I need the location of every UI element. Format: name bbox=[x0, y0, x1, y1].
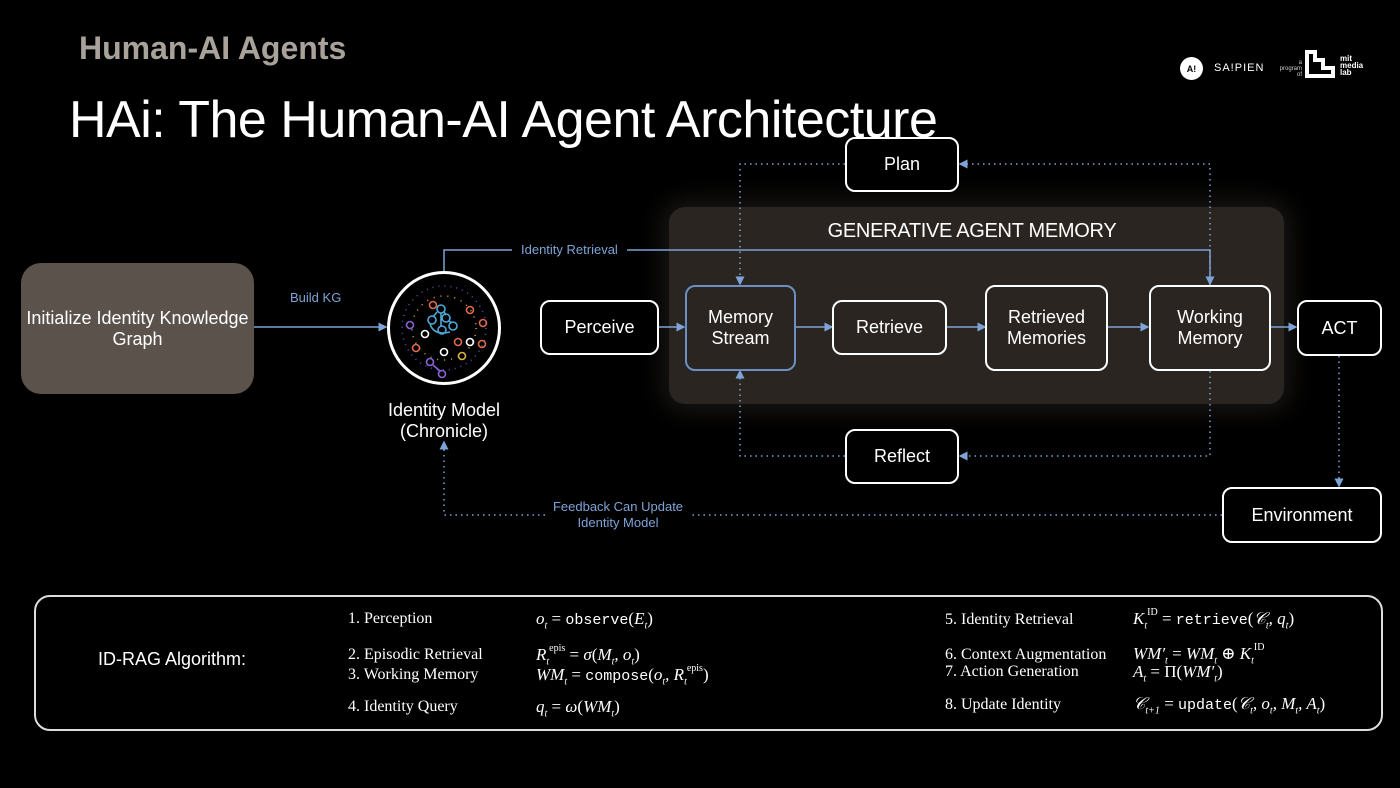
sapien-logo-text: SA!PIEN bbox=[1214, 62, 1265, 74]
step-label-7: 7. Action Generation bbox=[945, 663, 1079, 680]
plan-to-memory-line bbox=[735, 163, 845, 286]
retrieve-node: Retrieve bbox=[832, 300, 947, 355]
act-node: ACT bbox=[1297, 300, 1382, 356]
page-title: HAi: The Human-AI Agent Architecture bbox=[69, 91, 938, 149]
step-label-1: 1. Perception bbox=[348, 610, 433, 627]
step-label-5: 5. Identity Retrieval bbox=[945, 611, 1074, 628]
mit-text-lab: lab bbox=[1340, 68, 1352, 77]
step-equation-6: WM′t = WMt ⊕ KtID bbox=[1133, 642, 1265, 667]
reflect-node: Reflect bbox=[845, 429, 959, 484]
mit-media-lab-logo-icon bbox=[1305, 50, 1335, 78]
feedback-label-line-2: Identity Model bbox=[577, 515, 659, 530]
feedback-label: Feedback Can Update Identity Model bbox=[545, 499, 691, 531]
environment-node: Environment bbox=[1222, 487, 1382, 543]
reflect-to-memory-line bbox=[735, 369, 845, 457]
step-label-6: 6. Context Augmentation bbox=[945, 646, 1107, 663]
mit-prefix-a: a bbox=[1298, 60, 1302, 66]
mit-text-media: media bbox=[1340, 61, 1364, 70]
identity-model-label: Identity Model (Chronicle) bbox=[387, 400, 501, 441]
mit-program-label: a program of bbox=[1278, 60, 1302, 78]
algorithm-panel bbox=[34, 595, 1383, 731]
mit-media-lab-text: mit media lab bbox=[1340, 54, 1364, 77]
knowledge-graph-icon bbox=[401, 285, 488, 379]
step-label-4: 4. Identity Query bbox=[348, 698, 458, 715]
feedback-label-line-1: Feedback Can Update bbox=[552, 499, 684, 514]
reflect-loop-line bbox=[958, 371, 1211, 461]
identity-retrieval-label: Identity Retrieval bbox=[521, 242, 618, 257]
feedback-line bbox=[444, 442, 1222, 516]
identity-model-node bbox=[387, 271, 501, 385]
step-equation-7: At = Π(WM′t) bbox=[1133, 662, 1223, 685]
section-title: Human-AI Agents bbox=[79, 30, 347, 66]
memory-stream-node: Memory Stream bbox=[685, 285, 796, 371]
step-equation-3: WMt = compose(ot, Rtepis) bbox=[536, 663, 709, 688]
plan-loop-line bbox=[958, 159, 1211, 285]
step-label-2: 2. Episodic Retrieval bbox=[348, 646, 483, 663]
step-label-3: 3. Working Memory bbox=[348, 666, 479, 683]
plan-node: Plan bbox=[845, 137, 959, 192]
step-equation-1: ot = observe(Et) bbox=[536, 609, 653, 632]
working-memory-node: Working Memory bbox=[1149, 285, 1271, 371]
step-equation-5: KtID = retrieve(𝒞t, qt) bbox=[1133, 607, 1295, 632]
retrieved-memories-node: Retrieved Memories bbox=[985, 285, 1108, 371]
mit-prefix-of: of bbox=[1296, 72, 1302, 78]
step-equation-4: qt = ω(WMt) bbox=[536, 697, 620, 720]
algorithm-title: ID-RAG Algorithm: bbox=[98, 649, 247, 669]
step-equation-8: 𝒞t+1 = update(𝒞t, ot, Mt, At) bbox=[1133, 694, 1326, 717]
initialize-identity-kg-node: Initialize Identity Knowledge Graph bbox=[21, 263, 254, 394]
perceive-node: Perceive bbox=[540, 300, 659, 355]
step-label-8: 8. Update Identity bbox=[945, 696, 1061, 713]
sapien-logo-icon: A! bbox=[1180, 57, 1203, 80]
step-equation-2: Rtepis = σ(Mt, ot) bbox=[536, 643, 640, 668]
build-kg-label: Build KG bbox=[290, 290, 342, 305]
mit-text-mit: mit bbox=[1340, 54, 1352, 63]
mit-prefix-program: program bbox=[1279, 66, 1302, 72]
generative-agent-memory-title: GENERATIVE AGENT MEMORY bbox=[827, 220, 1117, 242]
